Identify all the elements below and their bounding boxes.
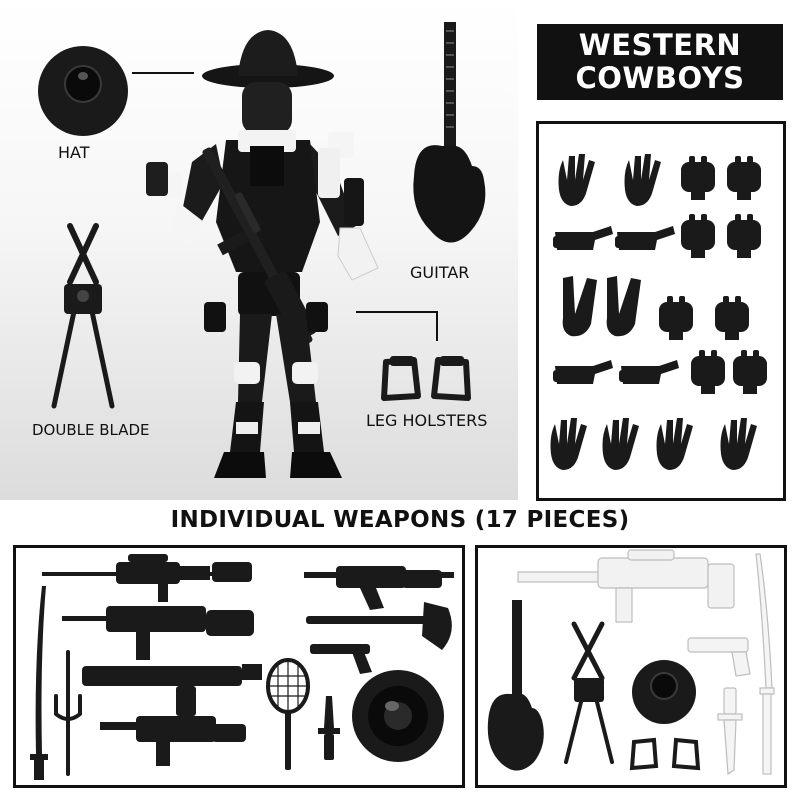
axe-icon xyxy=(306,602,452,650)
leg-holster-icon xyxy=(380,354,472,404)
hat-icon xyxy=(632,660,696,724)
rifle-icon xyxy=(304,566,454,610)
pistol-icon xyxy=(687,637,751,677)
knife-icon xyxy=(318,696,340,760)
holster-callout-line-v xyxy=(436,311,438,341)
title-badge: WESTERN COWBOYS xyxy=(537,24,783,100)
hands-panel xyxy=(536,121,786,501)
holster-callout-line-h xyxy=(356,311,438,313)
rifle-icon xyxy=(42,554,252,602)
double-blade-icon xyxy=(48,222,118,412)
hat-callout-line xyxy=(132,72,194,74)
rifle-icon xyxy=(62,606,254,660)
black-weapons-panel xyxy=(13,545,465,788)
guitar-icon xyxy=(487,600,544,771)
katana-icon xyxy=(30,586,48,780)
guitar-label: GUITAR xyxy=(410,263,470,282)
sai-icon xyxy=(54,650,82,776)
tennis-racket-icon xyxy=(266,658,310,770)
cowboy-figure xyxy=(142,22,392,488)
weapons-heading: INDIVIDUAL WEAPONS (17 PIECES) xyxy=(170,507,630,533)
pistol-icon xyxy=(310,644,372,674)
leg-holster-icon xyxy=(629,737,701,771)
knife-icon xyxy=(717,687,743,776)
hat-icon xyxy=(36,44,130,138)
title-line-2: COWBOYS xyxy=(575,61,745,95)
katana-icon xyxy=(755,553,775,775)
rifle-icon xyxy=(100,716,246,766)
rifle-icon xyxy=(517,549,735,623)
title-line-1: WESTERN xyxy=(578,28,742,62)
extra-weapons-panel xyxy=(475,545,787,788)
hat-label: HAT xyxy=(58,143,90,162)
rifle-icon xyxy=(82,664,262,716)
shield-icon xyxy=(352,670,444,762)
guitar-icon xyxy=(408,20,492,260)
leg-holsters-label: LEG HOLSTERS xyxy=(366,411,488,430)
double-blade-label: DOUBLE BLADE xyxy=(32,421,150,439)
double-blade-icon xyxy=(564,621,614,764)
hand-icon xyxy=(550,154,767,470)
